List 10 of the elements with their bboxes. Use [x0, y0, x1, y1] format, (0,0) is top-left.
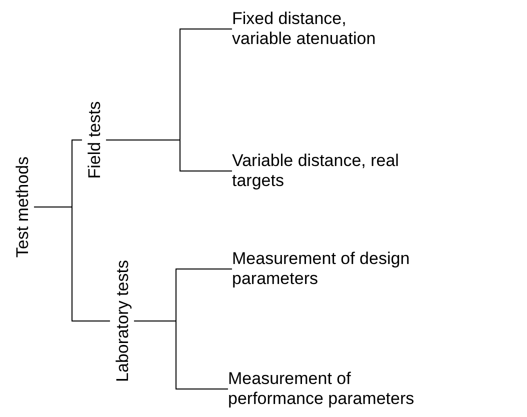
- method-label: Variable distance, real targets: [232, 150, 402, 192]
- category-label: Test methods: [10, 122, 34, 292]
- connector-line: [34, 206, 110, 322]
- connector-line: [106, 140, 232, 172]
- method-label: Measurement of performance parameters: [228, 368, 433, 410]
- method-label: Fixed distance, variable atenuation: [232, 8, 402, 50]
- connector-line: [134, 320, 228, 390]
- category-label: Field tests: [82, 85, 106, 195]
- method-label: Measurement of design parameters: [232, 248, 427, 290]
- category-label: Laboratory tests: [110, 228, 134, 414]
